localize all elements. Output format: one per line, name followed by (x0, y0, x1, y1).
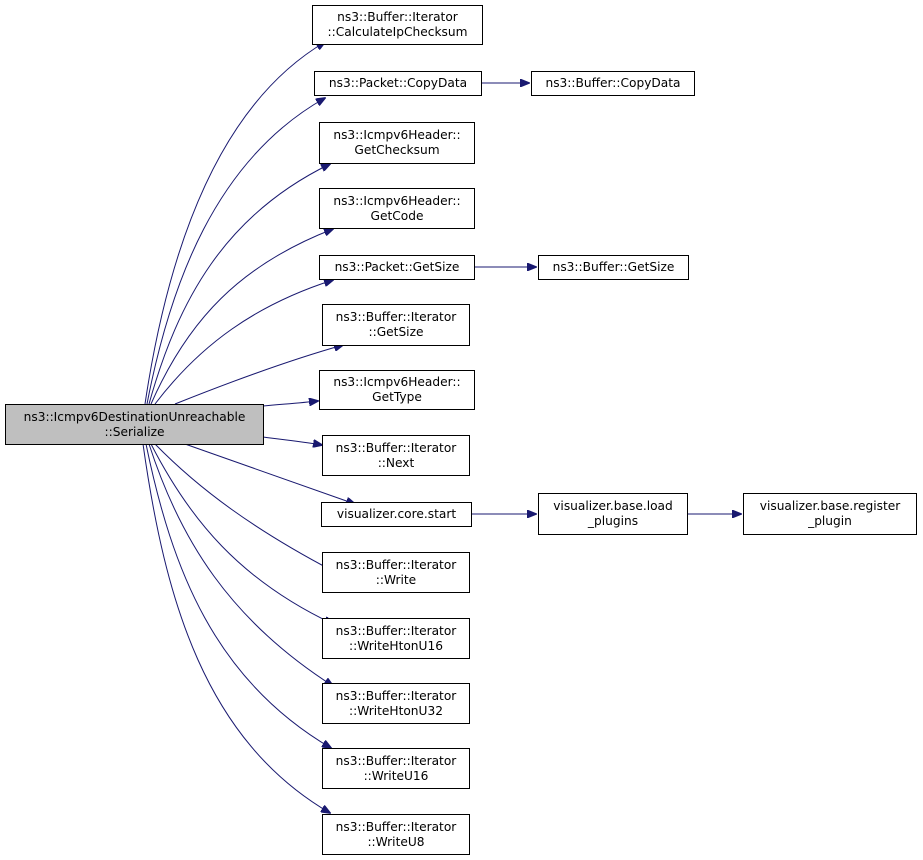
node-label-line2: ::Serialize (104, 424, 165, 439)
node-label-line1: visualizer.core.start (336, 507, 457, 521)
node-label-line1: ns3::Buffer::Iterator (335, 557, 457, 572)
edge-root-to-visualizer-core-start (184, 443, 355, 504)
node-buffer-copydata[interactable]: ns3::Buffer::CopyData (531, 71, 695, 96)
node-visualizer-base-register-plugin[interactable]: visualizer.base.register _plugin (743, 493, 917, 535)
edge-root-to-iterator-writeu16 (145, 443, 331, 748)
node-label-line2: ::WriteU16 (363, 768, 429, 783)
node-label-line2: ::WriteHtonU16 (349, 638, 443, 653)
node-label-line1: ns3::Icmpv6Header:: (333, 193, 461, 208)
node-label-line1: ns3::Buffer::GetSize (552, 260, 675, 274)
node-label-line1: ns3::Buffer::Iterator (335, 753, 457, 768)
node-label-line2: GetType (372, 390, 422, 404)
node-label-line1: ns3::Packet::GetSize (334, 260, 460, 274)
node-label-line2: ::WriteHtonU32 (349, 703, 443, 718)
node-label-line2: ::CalculateIpChecksum (327, 25, 468, 39)
node-label-line1: ns3::Buffer::Iterator (335, 623, 457, 638)
node-buffer-iterator-calculate-ip-checksum[interactable]: ns3::Buffer::Iterator ::CalculateIpCheck… (312, 5, 483, 45)
node-label-line2: ::Write (375, 572, 417, 587)
node-label-line2: _plugin (808, 514, 852, 528)
edge-root-to-packet-getsize (154, 280, 333, 405)
edge-root-to-icmpv6-getchecksum (148, 164, 330, 405)
node-label-line1: ns3::Buffer::Iterator (335, 688, 457, 703)
edge-root-to-iterator-getsize (174, 345, 343, 405)
node-buffer-iterator-writehtonu32[interactable]: ns3::Buffer::Iterator ::WriteHtonU32 (322, 683, 470, 724)
edge-root-to-iterator-writeu8 (142, 443, 330, 813)
node-label-line2: ::GetSize (368, 325, 424, 339)
node-buffer-getsize[interactable]: ns3::Buffer::GetSize (538, 255, 689, 280)
edge-root-to-calculate-ip-checksum (144, 42, 325, 405)
node-buffer-iterator-writeu16[interactable]: ns3::Buffer::Iterator ::WriteU16 (322, 748, 470, 789)
node-label-line1: ns3::Packet::CopyData (328, 76, 468, 90)
node-buffer-iterator-writehtonu16[interactable]: ns3::Buffer::Iterator ::WriteHtonU16 (322, 618, 470, 659)
node-label-line1: ns3::Buffer::CopyData (545, 76, 681, 90)
node-label-line1: ns3::Icmpv6Header:: (333, 375, 461, 389)
node-icmpv6-header-getcode[interactable]: ns3::Icmpv6Header:: GetCode (319, 188, 475, 229)
node-icmpv6-destination-unreachable-serialize: ns3::Icmpv6DestinationUnreachable ::Seri… (5, 404, 264, 445)
edge-root-to-iterator-writehtonu16 (150, 443, 333, 624)
edge-root-to-packet-copydata (146, 98, 325, 405)
node-buffer-iterator-next[interactable]: ns3::Buffer::Iterator ::Next (322, 435, 470, 476)
edge-root-to-iterator-writehtonu32 (148, 443, 333, 686)
node-packet-copydata[interactable]: ns3::Packet::CopyData (314, 71, 482, 96)
node-buffer-iterator-getsize[interactable]: ns3::Buffer::Iterator ::GetSize (322, 304, 470, 346)
node-label-line1: visualizer.base.register (759, 499, 901, 513)
edge-root-to-icmpv6-gettype (262, 401, 318, 407)
node-label-line1: ns3::Buffer::Iterator (337, 10, 458, 24)
node-buffer-iterator-writeu8[interactable]: ns3::Buffer::Iterator ::WriteU8 (322, 814, 470, 855)
node-label-line2: _plugins (587, 514, 639, 528)
node-label-line1: ns3::Buffer::Iterator (335, 440, 457, 455)
node-label-line1: ns3::Icmpv6DestinationUnreachable (23, 409, 246, 424)
edge-root-to-iterator-write (154, 443, 333, 571)
node-label-line1: ns3::Buffer::Iterator (335, 819, 457, 834)
edge-root-to-icmpv6-getcode (150, 229, 333, 405)
edge-root-to-iterator-next (262, 436, 322, 445)
node-buffer-iterator-write[interactable]: ns3::Buffer::Iterator ::Write (322, 552, 470, 593)
node-label-line2: GetCode (370, 208, 424, 223)
node-icmpv6-header-gettype[interactable]: ns3::Icmpv6Header:: GetType (319, 370, 475, 410)
node-label-line1: visualizer.base.load (553, 499, 673, 513)
node-visualizer-core-start[interactable]: visualizer.core.start (321, 502, 472, 527)
node-label-line2: ::Next (377, 455, 415, 470)
node-label-line2: ::WriteU8 (367, 834, 425, 849)
node-visualizer-base-load-plugins[interactable]: visualizer.base.load _plugins (538, 493, 688, 535)
node-label-line1: ns3::Buffer::Iterator (335, 310, 457, 324)
node-label-line2: GetChecksum (354, 143, 440, 157)
node-icmpv6-header-getchecksum[interactable]: ns3::Icmpv6Header:: GetChecksum (319, 122, 475, 164)
node-packet-getsize[interactable]: ns3::Packet::GetSize (319, 255, 475, 280)
node-label-line1: ns3::Icmpv6Header:: (333, 128, 461, 142)
